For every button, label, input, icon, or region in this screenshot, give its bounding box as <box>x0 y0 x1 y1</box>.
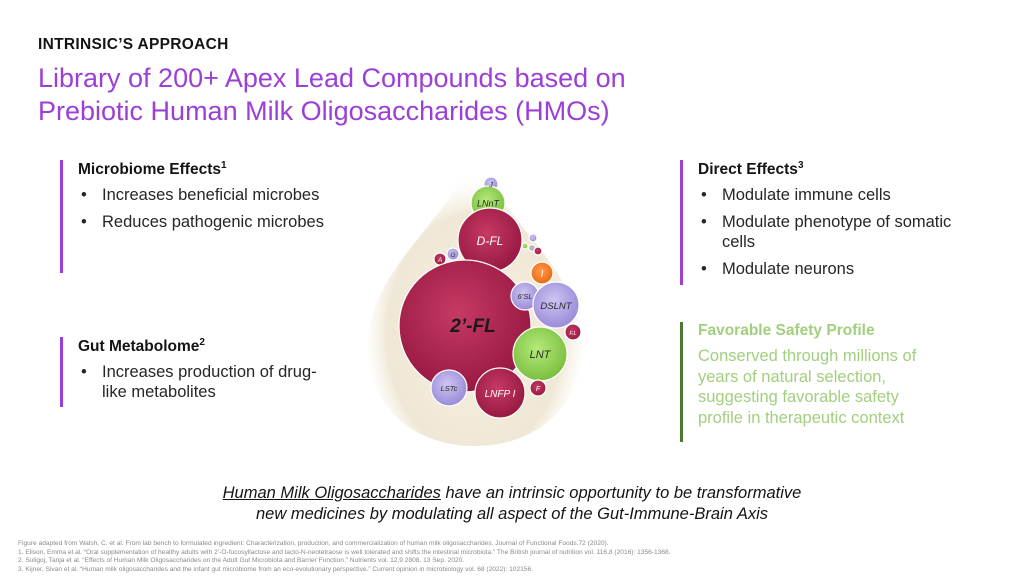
tagline-underlined: Human Milk Oligosaccharides <box>222 484 441 502</box>
dfl-label: D-FL <box>477 234 504 248</box>
dslnt-molecule <box>532 281 580 329</box>
list-item: Modulate phenotype of somatic cells <box>698 212 958 252</box>
safety-profile-title: Favorable Safety Profile <box>698 322 875 339</box>
tagline: Human Milk Oligosaccharides have an intr… <box>0 483 1024 525</box>
headline-line-1: Library of 200+ Apex Lead Compounds base… <box>38 63 626 93</box>
lnt-label: LNT <box>530 349 552 361</box>
2fl-label: 2’-FL <box>449 316 495 337</box>
microbiome-effects-title: Microbiome Effects1 <box>78 160 227 179</box>
f-label: F <box>536 386 541 393</box>
list-item: Modulate neurons <box>698 259 958 279</box>
footnote: 2. Šuligoj, Tanja et al. “Effects of Hum… <box>18 557 465 565</box>
accent-bar <box>60 337 63 407</box>
safety-profile-text: Conserved through millions of years of n… <box>698 347 917 427</box>
g-label: G <box>450 252 455 259</box>
direct-effects-block: Direct Effects3 Modulate immune cells Mo… <box>680 160 958 285</box>
footnote-ref: 1 <box>220 160 227 171</box>
6sl-label: 6’SL <box>517 292 532 301</box>
small-sugar-dot <box>528 233 538 243</box>
footnote: 3. Kijner, Sivan et al. “Human milk olig… <box>18 565 533 573</box>
lstc-label: LSTc <box>441 384 458 393</box>
fl-small-molecule <box>564 323 582 341</box>
list-item: Increases production of drug-like metabo… <box>78 362 328 402</box>
g-molecule <box>446 247 460 261</box>
lnfp-molecule <box>474 367 526 419</box>
i-molecule <box>530 261 554 285</box>
direct-effects-list: Modulate immune cells Modulate phenotype… <box>698 185 958 279</box>
tagline-line-1: Human Milk Oligosaccharides have an intr… <box>0 483 1024 504</box>
kicker: INTRINSIC’S APPROACH <box>38 36 229 53</box>
microbiome-effects-block: Microbiome Effects1 Increases beneficial… <box>60 160 328 273</box>
a-label: A <box>437 257 442 264</box>
headline: Library of 200+ Apex Lead Compounds base… <box>38 62 798 128</box>
footnote-ref: 3 <box>797 160 804 171</box>
safety-profile-block: Favorable Safety Profile Conserved throu… <box>680 322 948 442</box>
accent-bar <box>680 160 683 285</box>
accent-bar <box>60 160 63 273</box>
microbiome-effects-list: Increases beneficial microbes Reduces pa… <box>78 185 328 232</box>
gut-metabolome-title: Gut Metabolome2 <box>78 337 205 356</box>
lnnt-label: LNnT <box>477 199 501 209</box>
f-molecule <box>529 379 547 397</box>
i-label: I <box>541 269 544 280</box>
lstc-molecule <box>430 369 468 407</box>
tagline-line-2: new medicines by modulating all aspect o… <box>255 505 769 523</box>
lnfp-label: LNFP I <box>485 389 516 400</box>
footnote: Figure adapted from Walsh, C. et al. Fro… <box>18 540 609 547</box>
small-sugar-dot <box>521 242 529 250</box>
accent-bar <box>680 322 683 442</box>
direct-effects-title: Direct Effects3 <box>698 160 804 179</box>
dslnt-label: DSLNT <box>540 301 572 312</box>
small-sugar-dot <box>533 246 543 256</box>
list-item: Reduces pathogenic microbes <box>78 212 328 232</box>
headline-line-2: Prebiotic Human Milk Oligosaccharides (H… <box>38 96 610 126</box>
list-item: Increases beneficial microbes <box>78 185 328 205</box>
footnote-ref: 2 <box>199 337 205 348</box>
footnote: 1. Elison, Emma et al. “Oral supplementa… <box>18 548 671 556</box>
footnotes: Figure adapted from Walsh, C. et al. Fro… <box>18 540 1008 574</box>
j-label: J <box>488 182 493 189</box>
hmo-molecule-diagram: J LNnT D-FL A G 2’-FL I 6’SL DSLNT F.L L… <box>368 152 582 446</box>
list-item: Modulate immune cells <box>698 185 958 205</box>
gut-metabolome-list: Increases production of drug-like metabo… <box>78 362 328 402</box>
fl-small-label: F.L <box>569 331 576 337</box>
gut-metabolome-block: Gut Metabolome2 Increases production of … <box>60 337 328 407</box>
tagline-rest: have an intrinsic opportunity to be tran… <box>440 484 802 502</box>
